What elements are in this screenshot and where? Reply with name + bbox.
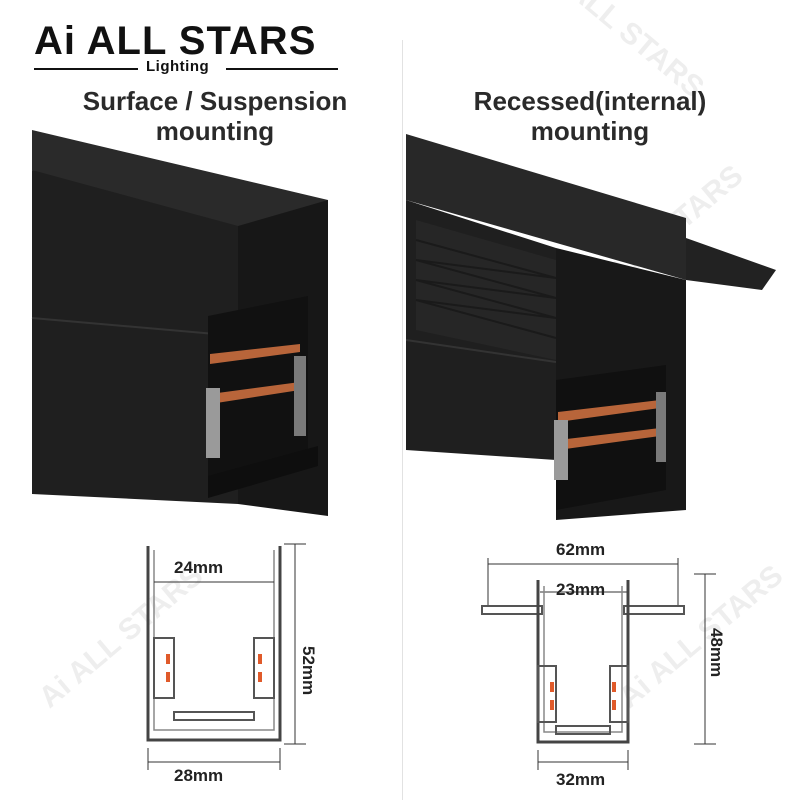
right-heading: Recessed(internal) mounting [400, 86, 780, 146]
recessed-height: 48mm [707, 628, 726, 678]
surface-track-photo [31, 130, 328, 516]
logo-rule-left [34, 68, 138, 70]
recessed-track-photo [406, 134, 776, 520]
panel-divider [402, 40, 403, 800]
left-heading-line2: mounting [155, 116, 275, 146]
surface-top-width: 24mm [174, 558, 224, 577]
left-heading: Surface / Suspension mounting [20, 86, 410, 146]
recessed-bottom-width: 32mm [556, 770, 606, 789]
surface-height-dimension [284, 543, 306, 745]
recessed-height-dimension [694, 573, 716, 745]
brand-logo: Ai ALL STARS [34, 19, 317, 63]
recessed-profile-diagram [481, 558, 685, 770]
logo-rule-right [226, 68, 338, 70]
left-heading-line1: Surface / Suspension [82, 86, 348, 116]
surface-height: 52mm [299, 646, 318, 696]
surface-profile-diagram [146, 546, 282, 770]
recessed-flange-width: 62mm [556, 540, 606, 559]
surface-bottom-width: 28mm [174, 766, 224, 785]
right-heading-line1: Recessed(internal) [473, 86, 707, 116]
recessed-top-width: 23mm [556, 580, 606, 599]
right-heading-line2: mounting [530, 116, 650, 146]
brand-tagline: Lighting [146, 58, 210, 75]
